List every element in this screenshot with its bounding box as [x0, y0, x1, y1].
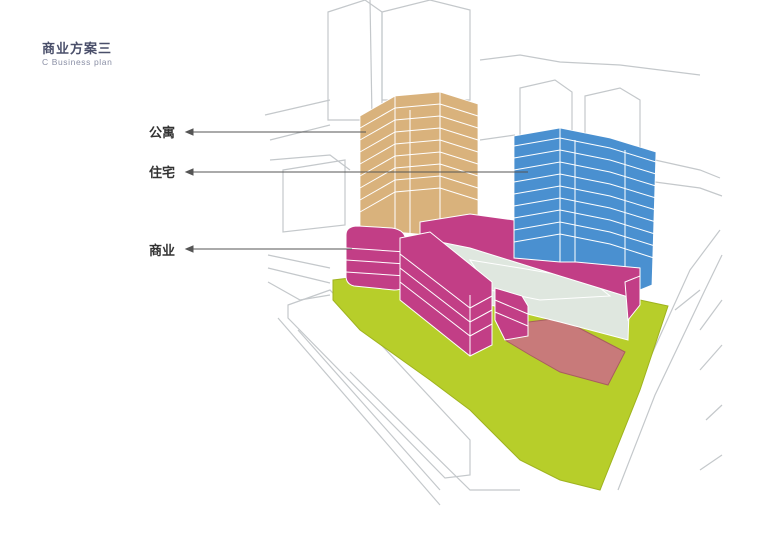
label-residential: 住宅 — [149, 166, 176, 181]
leader-lines — [184, 128, 528, 253]
residential-tower — [513, 127, 657, 297]
label-apartment: 公寓 — [149, 126, 176, 141]
label-commercial: 商业 — [149, 244, 176, 259]
page-title: 商业方案三 — [42, 42, 113, 57]
page-subtitle: C Business plan — [42, 57, 113, 67]
apartment-tower — [359, 91, 479, 237]
commercial-blocks — [345, 213, 641, 357]
